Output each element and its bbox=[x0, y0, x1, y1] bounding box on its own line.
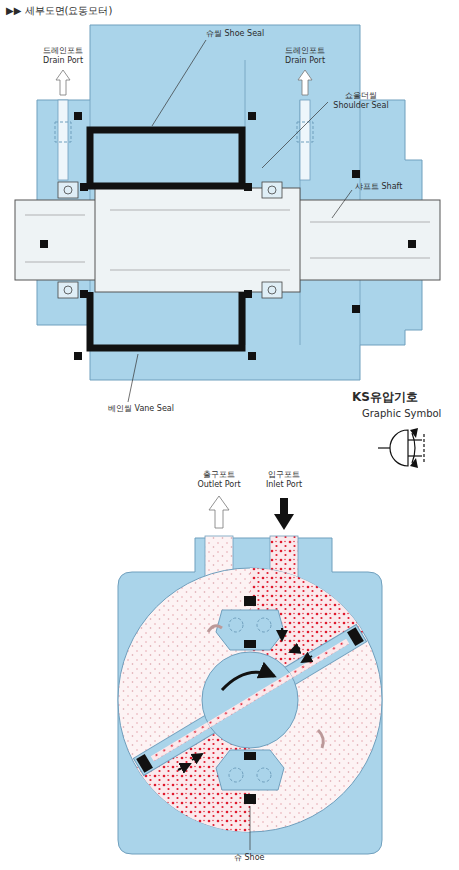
drawing-path bbox=[318, 730, 323, 748]
drawing-rect bbox=[55, 122, 71, 142]
drawing-circle bbox=[229, 618, 243, 632]
drawing-path bbox=[390, 430, 408, 466]
drawing-rect bbox=[40, 240, 48, 248]
port-label: 입구포트 Inlet Port bbox=[259, 470, 309, 489]
drawing-rect bbox=[80, 290, 88, 298]
drawing-g bbox=[25, 210, 430, 270]
drawing-line bbox=[25, 262, 85, 263]
drawing-circle bbox=[268, 286, 276, 294]
drawing-rect bbox=[244, 794, 256, 804]
drawing-path bbox=[298, 70, 312, 95]
drawing-line bbox=[250, 806, 251, 850]
page-title: ▶▶ 세부도면(요동모터) bbox=[6, 4, 112, 18]
drawing-line bbox=[310, 258, 430, 259]
drawing-line bbox=[128, 354, 138, 402]
drawing-line bbox=[152, 40, 206, 126]
drawing-circle bbox=[118, 568, 382, 832]
drawing-path bbox=[216, 750, 284, 790]
drawing-rect bbox=[262, 282, 282, 298]
drawing-rect bbox=[244, 596, 256, 606]
drawing-line bbox=[332, 190, 352, 218]
drawing-rect bbox=[244, 640, 256, 648]
drawing-rect bbox=[408, 240, 416, 248]
drawing-rect bbox=[58, 282, 78, 298]
symbol-subheading: Graphic Symbol bbox=[362, 408, 441, 420]
drawing-rect bbox=[352, 305, 360, 313]
drawing-g bbox=[244, 596, 256, 804]
drawing-path bbox=[90, 292, 242, 348]
drawing-circle bbox=[202, 652, 298, 748]
port-label: 출구포트 Outlet Port bbox=[194, 470, 244, 489]
drawing-rect bbox=[248, 112, 256, 120]
drawing-line bbox=[192, 754, 202, 760]
drawing-line bbox=[408, 439, 422, 440]
drawing-g bbox=[133, 624, 366, 775]
drawing-line bbox=[423, 434, 424, 462]
drawing-g bbox=[40, 112, 416, 360]
port-label: 드레인포트 Drain Port bbox=[38, 46, 88, 65]
drawing-circle bbox=[229, 768, 243, 782]
drawing-rect bbox=[248, 352, 256, 360]
part-label: 베인씰 Vane Seal bbox=[108, 404, 174, 414]
drawing-line bbox=[110, 210, 290, 211]
drawing-g bbox=[64, 186, 276, 294]
drawing-path bbox=[410, 458, 418, 468]
part-label: 샤프트 Shaft bbox=[355, 182, 402, 192]
drawing-rect bbox=[300, 100, 310, 180]
port-label: 드레인포트 Drain Port bbox=[280, 46, 330, 65]
symbol-heading: KS유압기호 bbox=[352, 390, 418, 404]
drawing-rect bbox=[262, 182, 282, 198]
drawing-rect bbox=[74, 352, 82, 360]
drawing-rect bbox=[244, 752, 256, 760]
drawing-line bbox=[408, 455, 422, 456]
drawing-rect bbox=[347, 627, 364, 646]
drawing-line bbox=[378, 447, 390, 448]
drawing-rect bbox=[74, 112, 82, 120]
drawing-g bbox=[178, 628, 312, 770]
drawing-path bbox=[208, 626, 222, 632]
drawing-line bbox=[178, 764, 190, 770]
drawing-path bbox=[222, 672, 274, 690]
drawing-rect bbox=[151, 639, 350, 762]
drawing-rect bbox=[58, 182, 78, 198]
drawing-circle bbox=[257, 618, 271, 632]
drawing-line bbox=[25, 215, 85, 216]
drawing-rect bbox=[136, 754, 153, 773]
drawing-g bbox=[378, 430, 424, 466]
drawing-line bbox=[262, 102, 328, 168]
drawing-circle bbox=[64, 186, 72, 194]
part-label: 쇼울더씰 Shoulder Seal bbox=[330, 91, 392, 110]
drawing-line bbox=[302, 656, 312, 662]
drawing-rect bbox=[352, 170, 360, 178]
drawing-rect bbox=[90, 130, 242, 186]
part-label: 슈씰 Shoe Seal bbox=[206, 29, 264, 39]
drawing-g bbox=[58, 182, 282, 298]
drawing-path bbox=[56, 70, 70, 95]
drawing-path bbox=[209, 496, 229, 528]
drawing-path bbox=[274, 498, 294, 530]
drawing-g bbox=[207, 673, 292, 728]
drawing-circle bbox=[268, 186, 276, 194]
part-label: 슈 Shoe bbox=[234, 853, 265, 863]
drawing-line bbox=[310, 222, 430, 223]
drawing-rect bbox=[244, 183, 252, 191]
drawing-path bbox=[410, 428, 418, 438]
drawing-line bbox=[290, 648, 300, 652]
drawing-rect bbox=[244, 290, 252, 298]
drawing-rect bbox=[95, 188, 300, 292]
drawing-g bbox=[128, 40, 352, 402]
drawing-rect bbox=[58, 100, 68, 180]
drawing-path bbox=[412, 433, 415, 463]
drawing-path bbox=[216, 610, 284, 650]
drawing-circle bbox=[257, 768, 271, 782]
drawing-rect bbox=[80, 183, 88, 191]
drawing-rect bbox=[133, 624, 366, 775]
drawing-circle bbox=[64, 286, 72, 294]
drawing-line bbox=[281, 628, 283, 640]
drawing-rect bbox=[207, 673, 292, 728]
drawing-path bbox=[118, 538, 382, 854]
drawing-line bbox=[110, 270, 290, 271]
